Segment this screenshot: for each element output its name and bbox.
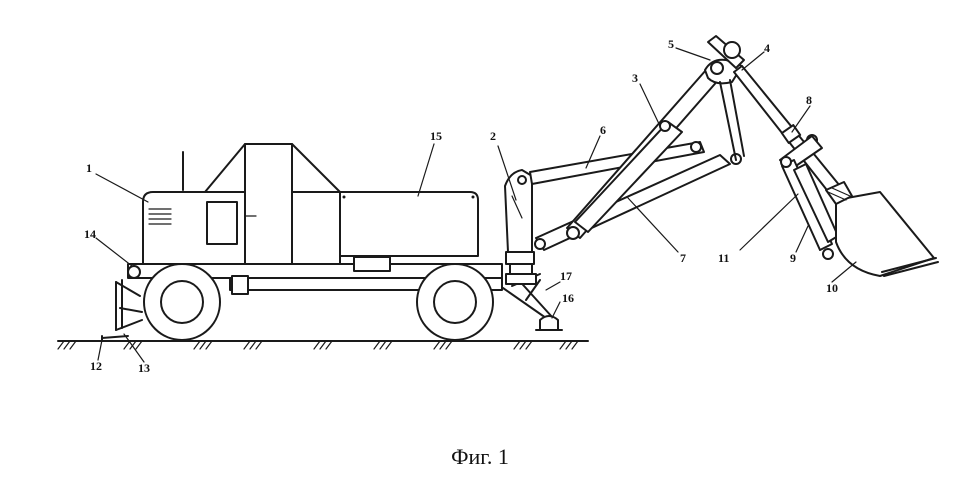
label-13: 13 [138,361,150,375]
rear-wheel [143,263,249,341]
label-17: 17 [560,269,572,283]
cab [142,143,341,265]
label-4: 4 [764,41,770,55]
ground [57,340,589,350]
label-15: 15 [430,129,442,143]
label-8: 8 [806,93,812,107]
rear-support [101,265,143,342]
main-arm [566,69,721,240]
label-6: 6 [600,123,606,137]
engine-housing [339,191,479,272]
label-10: 10 [826,281,838,295]
label-12: 12 [90,359,102,373]
label-3: 3 [632,71,638,85]
boom-column [504,169,537,285]
figure-caption: Фиг. 1 [451,444,509,469]
leader-lines [95,47,857,363]
reference-numerals: 1 2 3 4 5 6 7 8 9 10 11 12 13 14 15 16 1… [84,37,838,375]
label-5: 5 [668,37,674,51]
label-2: 2 [490,129,496,143]
label-7: 7 [680,251,686,265]
label-16: 16 [562,291,574,305]
arm-pivot [704,35,745,161]
label-11: 11 [718,251,729,265]
label-14: 14 [84,227,96,241]
front-wheel [416,263,494,341]
label-9: 9 [790,251,796,265]
bucket [825,181,939,277]
label-1: 1 [86,161,92,175]
